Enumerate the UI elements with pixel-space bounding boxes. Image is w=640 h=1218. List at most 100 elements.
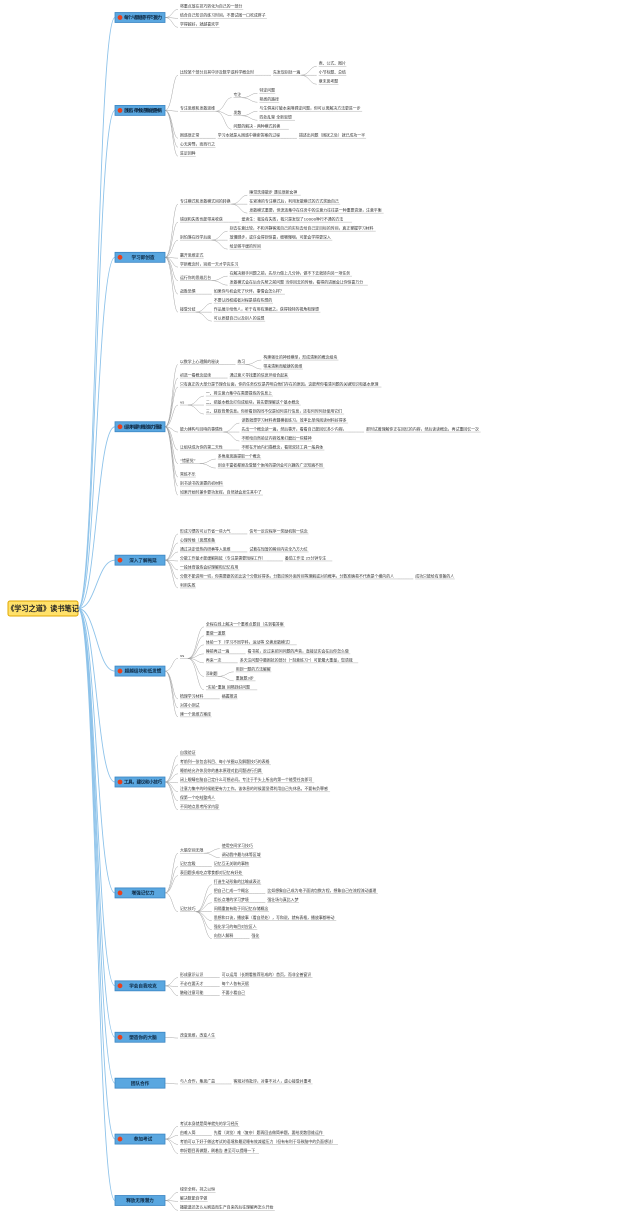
topic-node[interactable]: 改变思维，改变人生 [180, 1032, 215, 1037]
topic-node[interactable]: 睡觉洗澡散步 遇见很新女神 [249, 190, 297, 195]
topic-node[interactable]: 注意力集中的时候能更有力工作。该休息的时候要显得利用自己先休息。不要有负罪感 [180, 786, 328, 791]
topic-node[interactable]: 给足够平缓的时间 [230, 244, 261, 249]
topic-node[interactable]: 不断在开始内扫描概念，看密双技工具一般具体 [241, 444, 323, 449]
topic-node[interactable]: 那时试着理解你正在回忆的内容，然后读读概念，再试重回忆一次 [366, 426, 479, 431]
topic-node[interactable]: 三、获取背景信息。你所看到的同不仅是如何进行信息，还有何时何处使用它们 [206, 408, 342, 413]
topic-node[interactable]: 分数不能说明一切，你需要跟的还比这个分数好得多。分数应映外面时间等理解或对的概率… [180, 573, 394, 578]
topic-node[interactable]: 闭上眼睛在脑自己定什么可想必问。专注于手头上所出的第一个能受任务即可 [180, 777, 312, 782]
topic-node[interactable]: 添刷题 [206, 671, 218, 676]
branch-node[interactable]: 工具，建议和小技巧 [114, 776, 166, 788]
branch-node[interactable]: 深入了解拖延 [114, 554, 166, 566]
topic-node[interactable]: 先出一个概念读一遍，然后事开，看看自己能回忆多少内容。 [241, 426, 346, 431]
topic-node[interactable]: 用到一题的方法解解 [236, 666, 271, 671]
topic-node[interactable]: 运行你的思维后台 [180, 275, 211, 280]
topic-node[interactable]: 放慢脚步，或许会得到惊喜，细嚼慢咽，可能会学得更深入 [230, 235, 331, 240]
topic-node[interactable]: 使用空间学习技巧 [222, 843, 253, 848]
topic-node[interactable]: 爱迪生：我没有失败，我只是发现了10000种行不通的方法 [241, 217, 343, 222]
topic-node[interactable]: 梳理学习材料 [180, 693, 203, 698]
topic-node[interactable]: 专注 [234, 92, 242, 97]
topic-node[interactable]: 与生俱来打破本来障碍定问题，但可以离解决方法更进一步 [259, 106, 360, 111]
branch-node[interactable]: 放轻点，有时候过于勤奋也是种病 [114, 105, 166, 116]
topic-node[interactable]: 搞握推进 [222, 693, 238, 698]
topic-node[interactable]: 描述出问题（困扰之处）就已成功一半 [299, 133, 365, 138]
topic-node[interactable]: 保第一个吃蛙整鸡人 [180, 795, 215, 800]
topic-node[interactable]: 不同地点思考所学内容 [180, 804, 219, 809]
topic-node[interactable]: 不必在要天才 [180, 981, 203, 986]
topic-node[interactable]: 别怕落在同学后面 [180, 235, 211, 240]
topic-node[interactable]: 以数学上心理解的秘诀 [180, 359, 219, 364]
branch-node[interactable]: 参加考试 [114, 1133, 166, 1145]
topic-node[interactable]: 大脑空间无限 [180, 848, 203, 853]
topic-node[interactable]: 作品展示给他人，听于有用有理据之，获得独特的视角和理想 [214, 307, 319, 312]
topic-node[interactable]: 接受分歧 [180, 307, 196, 312]
topic-node[interactable]: 记忆互无关联的事物 [214, 861, 249, 866]
topic-node[interactable]: 重做一道题 [206, 630, 226, 635]
topic-node[interactable]: 调动我中最与体等区域 [222, 852, 261, 857]
topic-node[interactable]: 在紧凑的专注模式后，利用发散模式的方式奖励自己 [249, 199, 339, 204]
topic-node[interactable]: 播散道还怎么从刷造而生产自来的后往理解再怎么开始 [180, 1205, 273, 1210]
topic-node[interactable]: 别书读书的迷雾的初材料 [180, 480, 223, 485]
topic-node[interactable]: 形成习惯的可以节省一些力气 [180, 528, 231, 533]
topic-node[interactable]: 不要小看自己 [222, 990, 245, 995]
branch-node[interactable]: 释放无限潜力 [114, 1195, 166, 1206]
topic-node[interactable]: 学习本就是从困惑中摸索答案的过程 [218, 133, 280, 138]
topic-node[interactable]: 专注模式和发散模式间的转换 [180, 199, 231, 204]
topic-node[interactable]: 睡前再过一遍 [206, 648, 229, 653]
branch-node[interactable]: 组块构建与概念能力搭建 [114, 421, 166, 433]
topic-node[interactable]: 先发现别处一遍 [273, 70, 300, 75]
topic-node[interactable]: 先看（浏览）难（复杂）题再回去做简单题，要给发散思维运作 [214, 1130, 323, 1135]
topic-node[interactable]: 睡前给允许休员你的基本原理对此问题进行归属 [180, 768, 262, 773]
topic-node[interactable]: 由难入简 [180, 1130, 196, 1135]
branch-node[interactable]: 学会自我攻克 [114, 980, 166, 992]
topic-node[interactable]: 比如想象自己成为电子面流包数方程，想象自己在流程流动道理 [267, 888, 376, 893]
topic-node[interactable]: 问题的解决 - 两种模式转换 [234, 124, 281, 129]
topic-node[interactable]: 全程在线上解决一个重难点题目（先到看答案 [206, 621, 284, 626]
topic-node[interactable]: 通过意义寻找重的信息环组合起来 [230, 372, 288, 377]
topic-node[interactable]: 章末思考题 [319, 79, 339, 84]
topic-node[interactable]: 常练不乐 [180, 471, 196, 476]
topic-node[interactable]: 通过决定低热的研奏等入思维 [180, 546, 231, 551]
topic-node[interactable]: vs [180, 399, 184, 404]
topic-node[interactable]: 多角度思路提取一个概念 [218, 453, 261, 458]
topic-node[interactable]: “实验”重复 间隔到好问题 [206, 684, 250, 689]
topic-node[interactable]: 思想和口诀，播放事（看自然处），写和说，就有表格，播放事都带动 [214, 915, 335, 920]
topic-node[interactable]: 能力建构与回响的事情性 [180, 426, 223, 431]
topic-node[interactable]: 再来一次 [206, 657, 222, 662]
topic-node[interactable]: 不要认同权威者对程是错有些想的 [214, 298, 272, 303]
topic-node[interactable]: 一段体育锻炼会好理解和记忆有用 [180, 564, 238, 569]
topic-node[interactable]: 番茄工作法 25分钟专注 [285, 555, 326, 560]
topic-node[interactable]: 结合自己知识的练习时间，不要试图一口吃成胖子 [180, 13, 266, 18]
topic-node[interactable]: 熟悉的路径 [259, 97, 279, 102]
branch-node[interactable]: 学习即创造 [114, 251, 166, 263]
topic-node[interactable]: 初选一看概念延续 [180, 372, 211, 377]
topic-node[interactable]: 每个人各有天赋 [222, 981, 249, 986]
topic-node[interactable]: 体验一下（学习不同学科，运动等 交换发散模式） [206, 639, 293, 644]
topic-node[interactable]: 带来清晰而敏捷的思维 [263, 363, 302, 368]
topic-node[interactable]: 强化学习的每目对应区人 [214, 924, 257, 929]
branch-node[interactable]: 增强记忆力 [114, 887, 166, 899]
topic-node[interactable]: 考前可以下好于做这考试的语境和最泥睡有效减缓压力（但有有利于导致脑中的负面想法） [180, 1139, 336, 1144]
topic-node[interactable]: 审好题目再做题，刷着告 甚至可以提睡一下 [180, 1148, 255, 1153]
topic-node[interactable]: 特定问题 [259, 88, 275, 93]
topic-node[interactable]: 形成意识认识 [180, 972, 203, 977]
topic-node[interactable]: 客观对待批评，对事不对人，虚心接受并重考 [234, 1078, 312, 1083]
topic-node[interactable]: 别去在意比较，不和淬静客观自己的实际去给自己定目标的时间，真正掌握学习材料 [230, 226, 374, 231]
topic-node[interactable]: 触碰注意可能 [180, 990, 203, 995]
branch-node[interactable]: 团队合作 [114, 1077, 166, 1089]
topic-node[interactable]: “错星觉” [180, 458, 196, 463]
topic-node[interactable]: 困惑很正常 [180, 133, 200, 138]
topic-node[interactable]: 建一个思维方案库 [180, 711, 211, 716]
topic-node[interactable]: 表、公式、图片 [319, 61, 346, 66]
topic-node[interactable]: 心理时候（思想准备 [180, 537, 215, 542]
topic-node[interactable]: 用长点增的学习梦境 [214, 897, 249, 902]
topic-node[interactable]: 心无旁骛，而西行之 [180, 142, 215, 147]
topic-node[interactable]: 打造生动形象的比喻或表达 [214, 879, 261, 884]
topic-node[interactable]: 专注思维和发散思维 [180, 106, 215, 111]
topic-node[interactable]: 如果开始时兼件要功发挥，自然就会发生其中了 [180, 489, 262, 494]
branch-node[interactable]: 塑造你的大脑 [114, 1031, 166, 1043]
topic-node[interactable]: 自我验证 [180, 750, 196, 755]
topic-node[interactable]: 一、将注意力集中在需要提炼的信息上 [206, 390, 272, 395]
topic-node[interactable]: 只有真正的大部分是节理合后面，你的任务仅仅是弄明白他们存在的原因。这能帮你看清问… [180, 381, 379, 386]
topic-node[interactable]: 试着在短暂的瞬间内完全乃方力位 [249, 546, 307, 551]
topic-node[interactable]: 四处乱窜 全新思想 [259, 115, 291, 120]
